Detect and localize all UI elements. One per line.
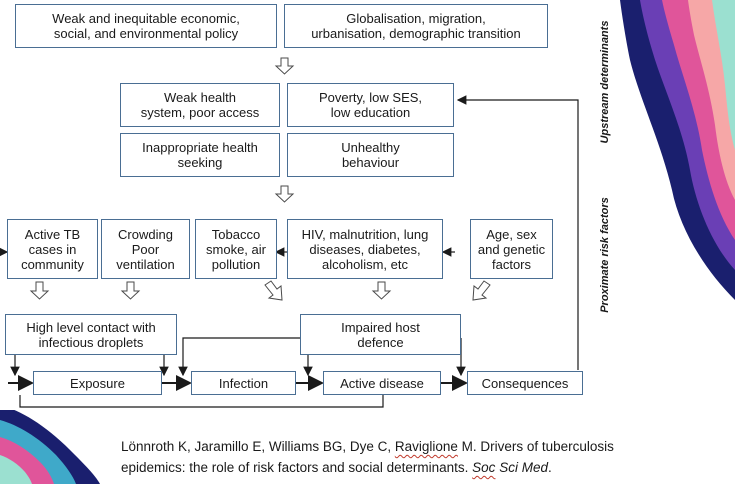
proximate-box-age-sex: Age, sex and genetic factors [470,219,553,279]
proximate-box-active-tb: Active TB cases in community [7,219,98,279]
citation: Lönnroth K, Jaramillo E, Williams BG, Dy… [121,436,721,478]
upstream-box-globalisation: Globalisation, migration, urbanisation, … [284,4,548,48]
citation-authors: Lönnroth K, Jaramillo E, Williams BG, Dy… [121,439,395,454]
bottom-left-swirl [0,405,100,484]
label-upstream-determinants: Upstream determinants [599,7,613,157]
outcome-box-exposure: Exposure [33,371,162,395]
outcome-box-active-disease: Active disease [323,371,441,395]
outcome-box-consequences: Consequences [467,371,583,395]
mid-box-health-seeking: Inappropriate health seeking [120,133,280,177]
proximate-box-tobacco: Tobacco smoke, air pollution [195,219,277,279]
intermediate-box-host-defence: Impaired host defence [300,314,461,355]
proximate-box-hiv: HIV, malnutrition, lung diseases, diabet… [287,219,443,279]
citation-journal-rest: Sci Med [495,460,548,475]
mid-box-health-system: Weak health system, poor access [120,83,280,127]
intermediate-box-contact: High level contact with infectious dropl… [5,314,177,355]
proximate-box-crowding: Crowding Poor ventilation [101,219,190,279]
citation-raviglione: Raviglione [395,439,458,454]
label-proximate-risk-factors: Proximate risk factors [599,180,613,330]
diagram-area: Weak and inequitable economic, social, a… [0,0,610,410]
upstream-box-policy: Weak and inequitable economic, social, a… [15,4,277,48]
citation-title-1: M. Drivers of tuberculosis [458,439,614,454]
right-swirl [620,0,735,300]
citation-title-2: epidemics: the role of risk factors and … [121,460,472,475]
mid-box-unhealthy-behaviour: Unhealthy behaviour [287,133,454,177]
outcome-box-infection: Infection [191,371,296,395]
mid-box-poverty: Poverty, low SES, low education [287,83,454,127]
citation-journal-soc: Soc [472,460,495,475]
citation-end: . [548,460,552,475]
